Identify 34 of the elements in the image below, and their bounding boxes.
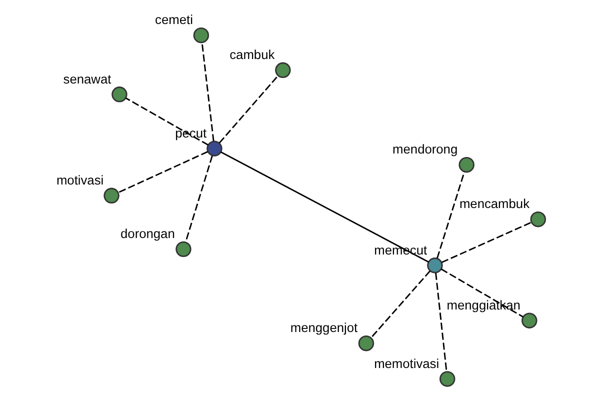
node-label: menggenjot: [290, 320, 358, 336]
connector: [220, 151, 428, 263]
node-circle: [530, 211, 546, 228]
node-circle: [192, 27, 209, 44]
connector: [218, 75, 278, 144]
node-label: motivasi: [56, 172, 104, 188]
node-circle: [103, 188, 119, 204]
node-label: cemeti: [154, 12, 192, 28]
connector: [124, 97, 208, 146]
node-circle: [175, 241, 191, 258]
connector: [440, 222, 531, 264]
node-circle: [206, 140, 222, 156]
connector: [184, 156, 212, 242]
node-circle: [426, 258, 442, 274]
node-label: senawat: [62, 71, 111, 86]
node-circle: [521, 312, 537, 328]
node-circle: [358, 335, 374, 352]
node-label: memotivasi: [374, 356, 439, 371]
node-circle: [111, 86, 127, 102]
connector: [200, 42, 214, 142]
node-circle: [274, 62, 290, 78]
node-label: mendorong: [392, 142, 458, 157]
connector: [118, 151, 208, 194]
connector: [370, 270, 430, 338]
node-circle: [439, 371, 455, 387]
node-label: dorongan: [120, 226, 174, 242]
node-label: pecut: [174, 125, 206, 140]
connector: [434, 272, 447, 372]
node-label: cambuk: [229, 46, 274, 62]
node-label: menggiatkan: [446, 297, 520, 312]
node-label: mencambuk: [458, 196, 530, 212]
connector: [440, 268, 523, 318]
connector: [436, 172, 464, 258]
node-circle: [458, 156, 474, 173]
